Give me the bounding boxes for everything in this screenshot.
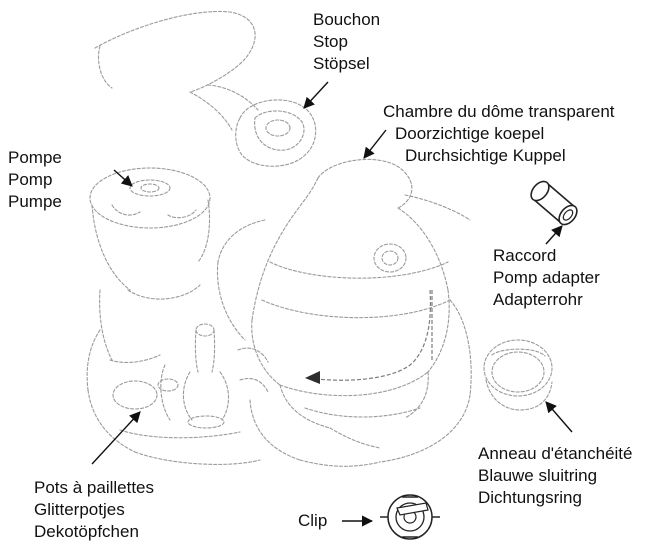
adapter-tube (528, 178, 581, 228)
machine-body (217, 159, 471, 466)
base-part (87, 324, 268, 464)
adapter-arrow (546, 226, 562, 244)
dome-label-nl: Doorzichtige koepel (383, 123, 615, 145)
pump-label-fr: Pompe (8, 147, 62, 169)
seal-ring-arrow (546, 402, 572, 432)
pump-label-de: Pumpe (8, 191, 62, 213)
clip-part (380, 495, 440, 539)
stopper-label-de: Stöpsel (313, 53, 380, 75)
adapter-label-fr: Raccord (493, 245, 600, 267)
pump-part (90, 168, 210, 360)
seal-ring-label-de: Dichtungsring (478, 487, 633, 509)
seal-ring-label: Anneau d'étanchéité Blauwe sluitring Dic… (478, 443, 633, 509)
clip-label: Clip (298, 510, 327, 532)
clip-label-text: Clip (298, 510, 327, 532)
stopper-part (95, 11, 316, 166)
stopper-label-nl: Stop (313, 31, 380, 53)
dome-label-fr: Chambre du dôme transparent (383, 101, 615, 123)
pump-label-nl: Pomp (8, 169, 62, 191)
pump-label: Pompe Pomp Pumpe (8, 147, 62, 213)
glitter-pots-label-fr: Pots à paillettes (34, 477, 154, 499)
seal-ring-part (484, 340, 552, 410)
pump-arrow (114, 170, 132, 186)
seal-ring-label-fr: Anneau d'étanchéité (478, 443, 633, 465)
stopper-label: Bouchon Stop Stöpsel (313, 9, 380, 75)
glitter-pots-label: Pots à paillettes Glitterpotjes Dekotöpf… (34, 477, 154, 543)
dome-label: Chambre du dôme transparent Doorzichtige… (383, 101, 615, 167)
dome-label-de: Durchsichtige Kuppel (383, 145, 615, 167)
glitter-pots-label-nl: Glitterpotjes (34, 499, 154, 521)
stopper-label-fr: Bouchon (313, 9, 380, 31)
stopper-arrow (304, 82, 328, 108)
glitter-pots-label-de: Dekotöpfchen (34, 521, 154, 543)
glitter-pots-arrow (92, 412, 140, 464)
adapter-label-de: Adapterrohr (493, 289, 600, 311)
adapter-label-nl: Pomp adapter (493, 267, 600, 289)
seal-ring-label-nl: Blauwe sluitring (478, 465, 633, 487)
adapter-label: Raccord Pomp adapter Adapterrohr (493, 245, 600, 311)
